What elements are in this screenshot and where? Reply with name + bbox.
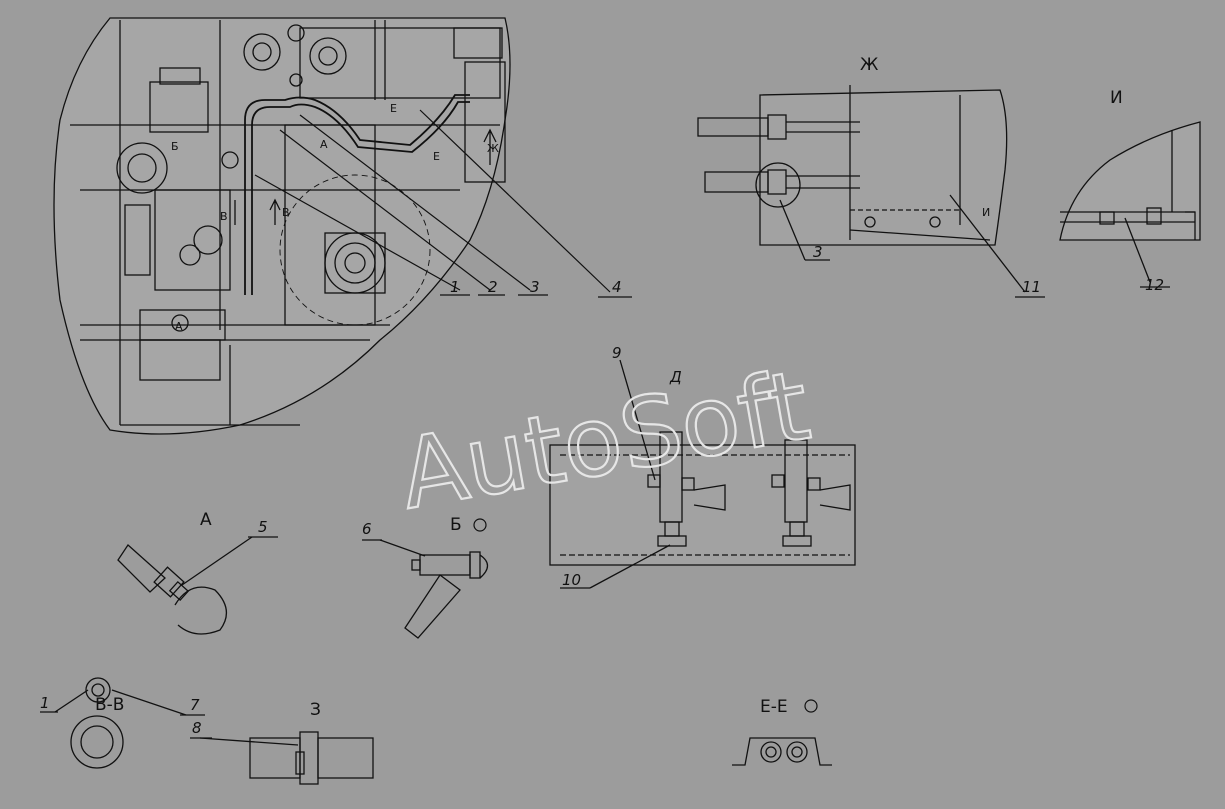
- callout-1: 1: [450, 278, 460, 296]
- callout-2: 2: [488, 278, 498, 296]
- callout-9: 9: [612, 344, 622, 362]
- main-view-marks: Б В В А А Е Е Ж: [171, 102, 499, 333]
- mark-i: И: [982, 206, 990, 219]
- view-a-title: А: [200, 510, 212, 530]
- view-zh: [697, 85, 1045, 298]
- mark-v2: В: [282, 206, 290, 219]
- mark-e1: Е: [390, 102, 397, 115]
- leader-lines-main: [254, 109, 632, 298]
- callout-6: 6: [362, 520, 372, 538]
- main-assembly-view: [53, 17, 511, 435]
- callout-3b: 3: [813, 243, 823, 261]
- rotation-mark-icon-2: [804, 699, 818, 713]
- view-b-detail: [362, 539, 489, 639]
- rotation-mark-icon: [473, 518, 487, 532]
- mark-b: Б: [171, 140, 179, 153]
- view-d-title: Д: [669, 368, 682, 386]
- mark-zh: Ж: [487, 142, 499, 155]
- view-z-detail: [190, 731, 374, 785]
- view-i: [1059, 121, 1201, 288]
- callout-10: 10: [562, 571, 581, 589]
- view-i-title: И: [1110, 88, 1123, 108]
- callout-8: 8: [192, 719, 202, 737]
- callout-3: 3: [530, 278, 540, 296]
- section-v-v-title: В-В: [95, 695, 124, 715]
- view-b-title: Б: [450, 515, 462, 535]
- callout-12: 12: [1145, 276, 1164, 294]
- section-v-v: [40, 677, 205, 769]
- section-e-e: [732, 737, 832, 766]
- mark-v1: В: [220, 210, 228, 223]
- callout-11: 11: [1022, 278, 1041, 296]
- mark-a: А: [175, 320, 183, 333]
- callout-7: 7: [190, 696, 200, 714]
- view-a-detail: [117, 536, 278, 635]
- mark-a2: А: [320, 138, 328, 151]
- section-e-e-title: Е-Е: [760, 697, 788, 717]
- callout-1b: 1: [40, 694, 50, 712]
- callout-5: 5: [258, 518, 268, 536]
- callout-4: 4: [612, 278, 622, 296]
- view-z-title: З: [310, 700, 321, 720]
- view-d: [549, 359, 856, 589]
- callouts-main: 1 2 3 4: [450, 278, 622, 296]
- mark-e2: Е: [433, 150, 440, 163]
- view-zh-title: Ж: [860, 55, 878, 75]
